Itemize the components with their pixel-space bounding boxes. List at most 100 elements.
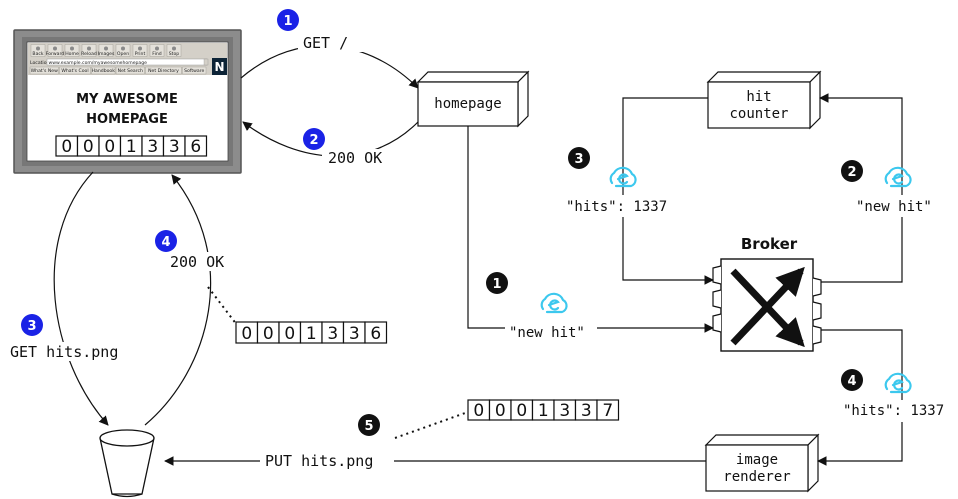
counter-digit: 6 xyxy=(190,137,201,157)
image-renderer-component: image renderer xyxy=(706,435,818,491)
toolbar-button-label: Find xyxy=(152,51,161,57)
message-4-label: "hits": 1337 xyxy=(843,403,944,419)
cloud-event-icon xyxy=(886,374,911,392)
svg-text:image: image xyxy=(736,452,778,468)
counter-digit: 0 xyxy=(61,137,72,157)
toolbar-button-label: Images xyxy=(98,51,115,57)
toolbar-button-icon xyxy=(87,47,91,51)
message-2-badge: 2 xyxy=(841,160,863,182)
image-response-arrow xyxy=(145,175,211,425)
counter-digit: 0 xyxy=(83,137,94,157)
step-2-badge: 2 xyxy=(303,128,325,150)
svg-text:3: 3 xyxy=(574,152,583,167)
svg-text:renderer: renderer xyxy=(723,469,790,485)
get-hits-label: GET hits.png xyxy=(10,343,118,361)
step-1-badge: 1 xyxy=(277,9,299,31)
url-text: www.example.com/myawesomehomepage xyxy=(49,60,148,66)
broker-component: Broker xyxy=(713,235,821,351)
counter-digit: 6 xyxy=(370,324,381,344)
broker-to-counter-line xyxy=(820,98,902,282)
toolbar-button-label: Reload xyxy=(81,51,97,57)
svg-text:homepage: homepage xyxy=(434,96,501,112)
bookmark-label: What's New xyxy=(31,68,58,74)
bookmark-label: Handbook xyxy=(92,68,116,74)
toolbar-button-icon xyxy=(53,47,57,51)
counter-digit: 3 xyxy=(559,401,570,421)
counter-digit: 7 xyxy=(602,401,613,421)
storage-bucket-icon xyxy=(100,430,154,497)
message-1-badge: 1 xyxy=(486,272,508,294)
homepage-component: homepage xyxy=(418,72,528,126)
counter-to-broker-line xyxy=(623,98,713,280)
counter-digit: 0 xyxy=(263,324,274,344)
svg-text:4: 4 xyxy=(161,235,170,250)
get-root-label: GET / xyxy=(303,34,348,52)
counter-digit: 0 xyxy=(284,324,295,344)
svg-text:hit: hit xyxy=(746,89,771,105)
put-leader-line xyxy=(395,412,468,438)
page-title-line1: MY AWESOME xyxy=(76,92,178,107)
counter-digit: 0 xyxy=(473,401,484,421)
toolbar-button-icon xyxy=(104,47,108,51)
svg-text:5: 5 xyxy=(364,419,373,434)
toolbar-button-icon xyxy=(121,47,125,51)
svg-text:2: 2 xyxy=(309,133,318,148)
toolbar-button-icon xyxy=(138,47,142,51)
toolbar-button-label: Back xyxy=(32,51,43,57)
svg-text:3: 3 xyxy=(27,319,36,334)
message-1-label: "new hit" xyxy=(509,325,585,341)
bookmark-label: Net Search xyxy=(118,68,143,74)
counter-digit: 0 xyxy=(241,324,252,344)
message-3-badge: 3 xyxy=(568,147,590,169)
url-dropdown-button[interactable] xyxy=(204,59,208,65)
counter-digit: 3 xyxy=(349,324,360,344)
netscape-logo-letter: N xyxy=(214,60,224,74)
put-hits-label: PUT hits.png xyxy=(265,452,373,470)
get-root-arrow xyxy=(241,46,418,88)
bookmark-label: What's Cool xyxy=(61,68,88,74)
toolbar-button-label: Home xyxy=(65,51,79,57)
svg-text:1: 1 xyxy=(492,277,501,292)
message-3-label: "hits": 1337 xyxy=(566,199,667,215)
message-4-badge: 4 xyxy=(841,369,863,391)
step-5-badge: 5 xyxy=(358,414,380,436)
homepage-to-broker-line xyxy=(468,126,713,328)
svg-text:4: 4 xyxy=(847,374,856,389)
toolbar-button-label: Forward xyxy=(46,51,65,57)
counter-digit: 1 xyxy=(306,324,317,344)
counter-digit: 1 xyxy=(126,137,137,157)
counter-digit: 1 xyxy=(538,401,549,421)
step-4-badge: 4 xyxy=(155,230,177,252)
hit-counter-component: hit counter xyxy=(708,72,820,128)
toolbar-button-label: Print xyxy=(135,51,146,57)
cloud-event-icon xyxy=(886,168,911,186)
message-2-label: "new hit" xyxy=(856,199,932,215)
counter-digit: 0 xyxy=(516,401,527,421)
toolbar-button-icon xyxy=(70,47,74,51)
cloud-event-icon xyxy=(542,294,567,312)
counter-digit: 0 xyxy=(495,401,506,421)
counter-digit: 3 xyxy=(327,324,338,344)
get-hits-arrow xyxy=(54,172,108,425)
step-3-badge: 3 xyxy=(21,314,43,336)
toolbar-button-icon xyxy=(155,47,159,51)
bookmark-label: Software xyxy=(184,68,204,74)
svg-text:Broker: Broker xyxy=(741,235,798,253)
counter-digit: 3 xyxy=(147,137,158,157)
page-title-line2: HOMEPAGE xyxy=(86,112,168,127)
svg-text:2: 2 xyxy=(847,165,856,180)
svg-text:1: 1 xyxy=(283,14,292,29)
bookmark-label: Net Directory xyxy=(148,68,179,74)
toolbar-button-label: Stop xyxy=(169,51,180,57)
counter-leader-line xyxy=(208,287,237,325)
broker-to-renderer-line xyxy=(818,330,902,461)
toolbar-button-icon xyxy=(172,47,176,51)
toolbar-button-label: Open xyxy=(117,51,129,57)
svg-text:counter: counter xyxy=(729,106,788,122)
